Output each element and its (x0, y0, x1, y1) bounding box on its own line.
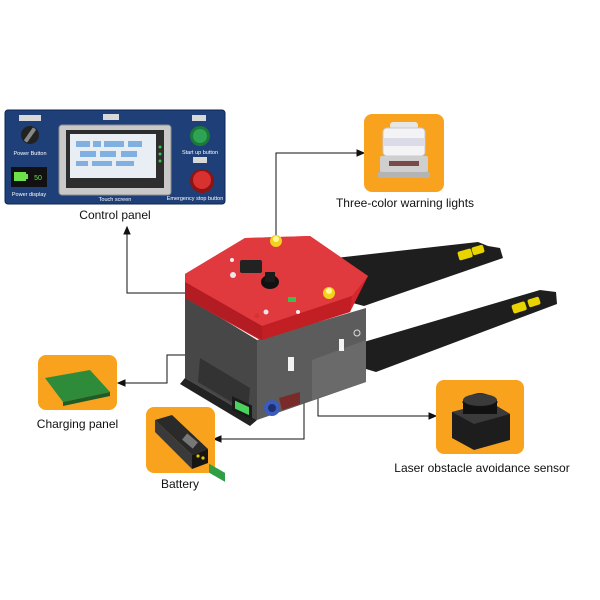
control-panel-caption: Control panel (79, 208, 151, 222)
arrow-warning-lights (356, 149, 366, 157)
touch-screen-label: Touch screen (98, 197, 132, 203)
warning-lights-caption: Three-color warning lights (335, 196, 475, 210)
charging-board-icon (38, 355, 117, 410)
start-up-label: Start up button (181, 150, 219, 156)
battery-caption: Battery (160, 477, 199, 491)
arrow-charging-panel (116, 379, 126, 387)
start-up-button-icon (190, 115, 210, 146)
charging-panel-caption: Charging panel (36, 417, 119, 431)
battery-pack-icon (146, 407, 215, 473)
warning-light-icon (364, 114, 444, 192)
emergency-stop-label: Emergency stop button (166, 196, 224, 202)
power-button-label: Power Button (13, 151, 47, 157)
laser-sensor-caption: Laser obstacle avoidance sensor (394, 461, 570, 475)
power-button-icon (19, 115, 41, 144)
connector-warning-lights (275, 152, 360, 238)
power-display-value: 50 (34, 175, 42, 182)
emergency-stop-icon (190, 157, 214, 193)
fork-right (350, 290, 557, 372)
touch-screen-icon (58, 114, 172, 196)
control-panel-image: 50 (4, 109, 226, 205)
electric-pallet-truck-icon (180, 235, 557, 482)
arrow-control-panel (123, 225, 131, 235)
truck-side-body (257, 308, 366, 420)
power-display-label: Power display (11, 192, 47, 198)
lidar-sensor-icon (436, 380, 524, 454)
arrow-laser-sensor (428, 412, 438, 420)
arrow-battery (212, 435, 222, 443)
power-display-icon: 50 (11, 167, 47, 187)
